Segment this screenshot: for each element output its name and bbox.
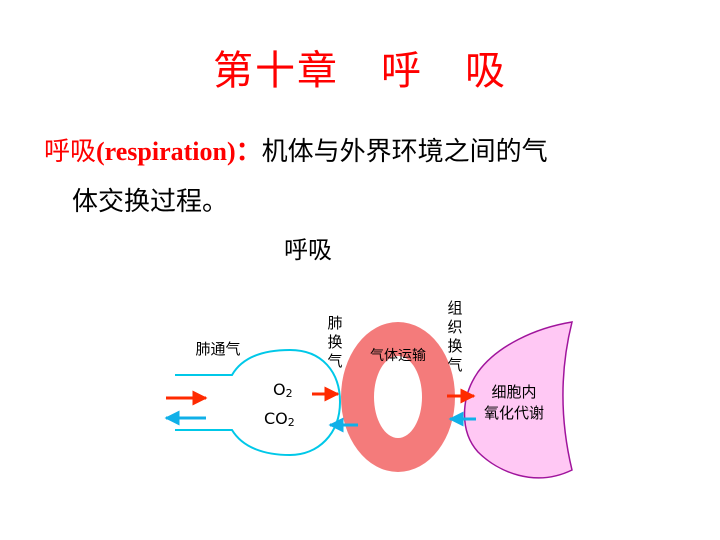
definition-text: 呼吸(respiration)：机体与外界环境之间的气 体交换过程。 (44, 127, 684, 227)
lung-outline (175, 348, 342, 457)
co2-label: CO2 (264, 409, 295, 429)
o2-label: O2 (273, 380, 293, 400)
cell-metabolism-line1: 细胞内 (491, 383, 536, 401)
definition-line2: 体交换过程。 (72, 187, 229, 217)
tissue-exchange-char-4: 气 (447, 356, 462, 374)
blood-ring-hole (374, 356, 422, 438)
slide-title: 第十章 呼 吸 (213, 48, 507, 94)
pulmonary-exchange-char-1: 肺 (327, 314, 342, 332)
co2-label-main: CO (264, 409, 288, 428)
diagram-heading: 呼吸 (284, 236, 332, 264)
o2-label-sub: 2 (286, 387, 293, 400)
definition-term: 呼吸 (44, 137, 97, 167)
tissue-exchange-char-3: 换 (447, 337, 462, 355)
definition-english: (respiration)： (96, 137, 262, 166)
tissue-exchange-char-2: 织 (447, 318, 462, 336)
co2-label-sub: 2 (288, 416, 295, 429)
cell-shape (463, 321, 574, 479)
pulmonary-exchange-char-2: 换 (327, 333, 342, 351)
gas-transport-label: 气体运输 (370, 348, 426, 364)
pulmonary-ventilation-label: 肺通气 (195, 340, 240, 358)
tissue-exchange-char-1: 组 (447, 299, 462, 317)
pulmonary-exchange-char-3: 气 (327, 352, 342, 370)
o2-label-main: O (273, 380, 286, 399)
cell-metabolism-line2: 氧化代谢 (484, 404, 544, 422)
definition-line1: 机体与外界环境之间的气 (261, 137, 548, 167)
